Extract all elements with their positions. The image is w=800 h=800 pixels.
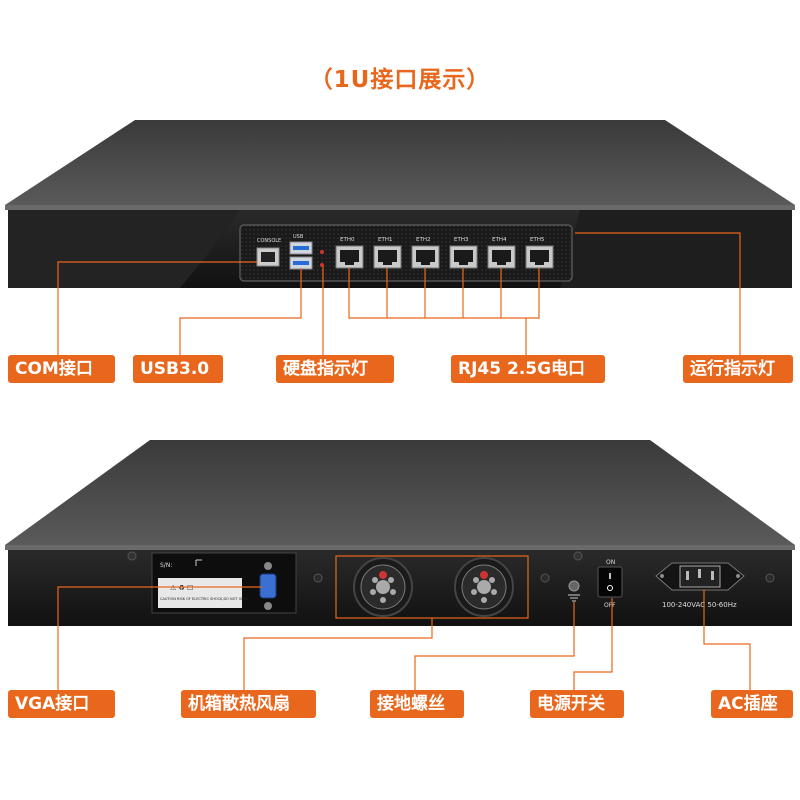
ac-socket: 100-240VAC 50-60Hz (655, 562, 745, 609)
usb-ports: USB (289, 234, 313, 270)
console-port: CONSOLE (256, 238, 281, 267)
power-switch: ON OFF (597, 559, 623, 609)
fan-icon (353, 557, 413, 617)
ethernet-port: ETH2 (411, 237, 440, 269)
ac-rating-text: 100-240VAC 50-60Hz (662, 601, 737, 609)
ethernet-port-label: ETH5 (530, 237, 545, 243)
fan-area (335, 555, 529, 619)
front-leader-lines (57, 232, 741, 355)
ethernet-port-label: ETH1 (378, 237, 392, 243)
hdd-indicator-label: 硬盘指示灯 (276, 355, 394, 383)
rear-leader-lines (57, 586, 751, 690)
vga-connector (259, 573, 277, 599)
ground-screw-label: 接地螺丝 (370, 690, 464, 718)
ethernet-port-label: ETH3 (454, 237, 469, 243)
ethernet-port: ETH3 (449, 237, 478, 269)
power-switch-label: 电源开关 (530, 690, 624, 718)
fan-icon (454, 557, 514, 617)
ethernet-port-label: ETH4 (492, 237, 507, 243)
svg-text:⚠ ♻ ☐: ⚠ ♻ ☐ (170, 584, 193, 592)
page-title: （1U接口展示） (309, 67, 491, 93)
console-text: CONSOLE (257, 238, 281, 244)
rj45-label: RJ45 2.5G电口 (451, 355, 605, 383)
ethernet-port-label: ETH0 (340, 237, 355, 243)
ethernet-port-label: ETH2 (416, 237, 430, 243)
rear-chassis (5, 440, 795, 626)
ground-screw-icon (568, 580, 580, 602)
caution-text: CAUTION RISK OF ELECTRIC SHOCK,DO NOT OP… (160, 597, 249, 601)
com-port-label: COM接口 (8, 355, 115, 383)
ethernet-port: ETH1 (373, 237, 402, 269)
vga-label: VGA接口 (8, 690, 115, 718)
ethernet-port: ETH4 (487, 237, 516, 269)
ethernet-ports: ETH0 ETH1 ETH2 ETH3 ETH4 ETH5 (335, 237, 554, 269)
rear-io-plate: S/N: ⚠ ♻ ☐ CAUTION RISK OF ELECTRIC SHOC… (151, 552, 297, 614)
on-text: ON (606, 559, 615, 566)
off-text: OFF (604, 602, 616, 609)
fan-label: 机箱散热风扇 (181, 690, 316, 718)
sn-text: S/N: (160, 562, 172, 569)
usb-text: USB (293, 234, 304, 240)
ethernet-port: ETH0 (335, 237, 364, 269)
ac-socket-label: AC插座 (711, 690, 793, 718)
run-indicator-label: 运行指示灯 (683, 355, 793, 383)
ethernet-port: ETH5 (525, 237, 554, 269)
usb-label: USB3.0 (133, 355, 223, 383)
